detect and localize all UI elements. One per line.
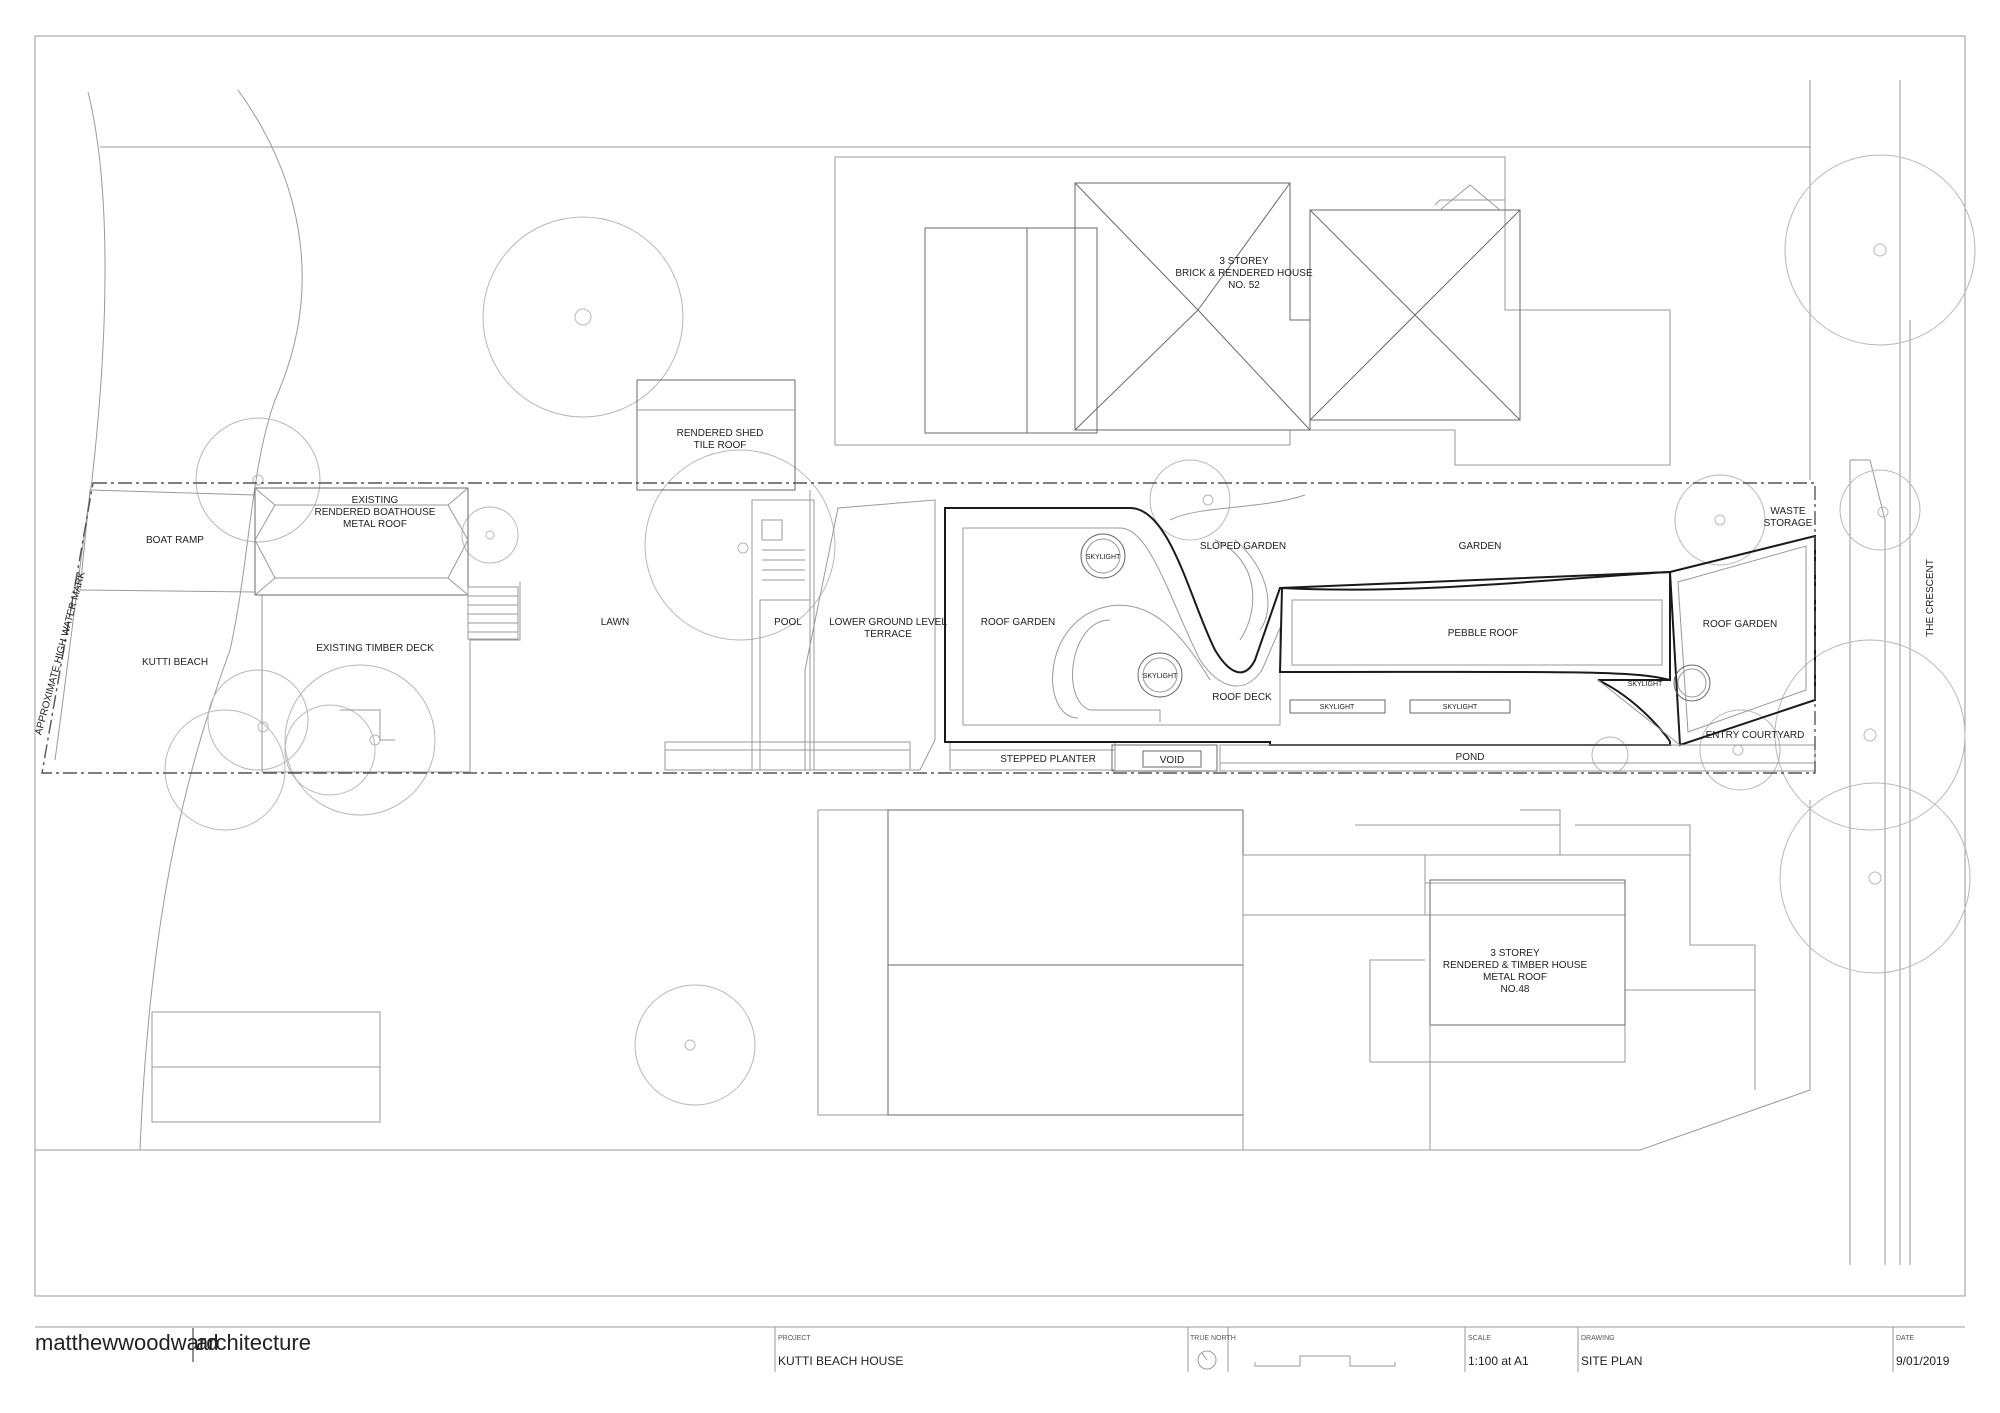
pond-label: POND [1456,752,1485,763]
drawing-name: SITE PLAN [1581,1354,1642,1368]
rendered-shed [636,379,796,491]
void-label: VOID [1160,755,1184,766]
timber-deck-label: EXISTING TIMBER DECK [316,643,434,654]
sloped-garden-label: SLOPED GARDEN [1200,541,1286,552]
boat-ramp-label: BOAT RAMP [146,535,204,546]
title-block: matthewwoodward architecture PROJECT KUT… [35,1326,1965,1372]
house-48-label-4: NO.48 [1501,984,1530,995]
kutti-beach-label: KUTTI BEACH [142,657,208,668]
true-north-heading: TRUE NORTH [1190,1335,1236,1342]
shed-label-2: TILE ROOF [694,440,747,451]
entry-courtyard-label: ENTRY COURTYARD [1706,730,1805,741]
house-52-label-3: NO. 52 [1228,280,1260,291]
plan-labels: 3 STOREY BRICK & RENDERED HOUSE NO. 52 R… [33,256,1936,995]
house-48-label-3: METAL ROOF [1483,972,1547,983]
north-arrow-icon [1197,1350,1217,1370]
skylight-label-5: SKYLIGHT [1628,681,1663,688]
pebble-roof-label: PEBBLE ROOF [1448,628,1519,639]
terrace-label-2: TERRACE [864,629,912,640]
house-48-label-2: RENDERED & TIMBER HOUSE [1443,960,1588,971]
sheet-border [34,35,1966,1297]
roof-deck-label: ROOF DECK [1212,692,1272,703]
boathouse-label-1: EXISTING [352,495,399,506]
date-heading: DATE [1896,1335,1914,1342]
house-52-label-1: 3 STOREY [1219,256,1269,267]
existing-boathouse [254,487,469,596]
proposed-house-outline [944,507,1816,747]
skylight-label-1: SKYLIGHT [1086,554,1121,561]
firm-name-a: matthewwoodward [35,1330,218,1355]
boathouse-label-3: METAL ROOF [343,519,407,530]
pool-label: POOL [774,617,802,628]
waste-storage-label-1: WASTE [1770,506,1806,517]
boathouse-label-2: RENDERED BOATHOUSE [315,507,436,518]
high-water-mark-label: APPROXIMATE HIGH WATER MARK [33,570,87,736]
skylight-label-4: SKYLIGHT [1443,704,1478,711]
scale-heading: SCALE [1468,1335,1491,1342]
drawing-heading: DRAWING [1581,1335,1615,1342]
waste-storage-label-2: STORAGE [1764,518,1813,529]
tree-canopies [164,154,1976,1106]
roof-garden-left-label: ROOF GARDEN [981,617,1055,628]
project-name: KUTTI BEACH HOUSE [778,1354,903,1368]
house-52 [834,156,1671,466]
site-boundary [41,482,1816,774]
void-and-pond [1111,744,1816,772]
garden-label: GARDEN [1459,541,1502,552]
roof-garden-right-label: ROOF GARDEN [1703,619,1777,630]
existing-timber-deck [261,582,521,773]
firm-name-b: architecture [196,1330,311,1355]
date-value: 9/01/2019 [1896,1354,1950,1368]
shed-label-1: RENDERED SHED [677,428,764,439]
stepped-planter-label: STEPPED PLANTER [1000,754,1096,765]
skylights [1080,533,1711,714]
house-48-label-1: 3 STOREY [1490,948,1540,959]
neighbour-lot-lines [35,80,1911,1265]
skylight-label-2: SKYLIGHT [1143,673,1178,680]
scale-bar-icon [1254,1355,1396,1367]
shoreline [54,89,303,1151]
project-heading: PROJECT [778,1335,811,1342]
lower-ground-terrace [804,490,936,771]
lawn-label: LAWN [601,617,630,628]
outbuilding-bottom-left [151,1011,381,1123]
sloped-garden-lines [1169,494,1306,641]
house-52-label-2: BRICK & RENDERED HOUSE [1175,268,1313,279]
terrace-label-1: LOWER GROUND LEVEL [829,617,947,628]
scale-value: 1:100 at A1 [1468,1354,1529,1368]
the-crescent-label: THE CRESCENT [1925,559,1936,637]
house-48 [817,809,1756,1151]
skylight-label-3: SKYLIGHT [1320,704,1355,711]
